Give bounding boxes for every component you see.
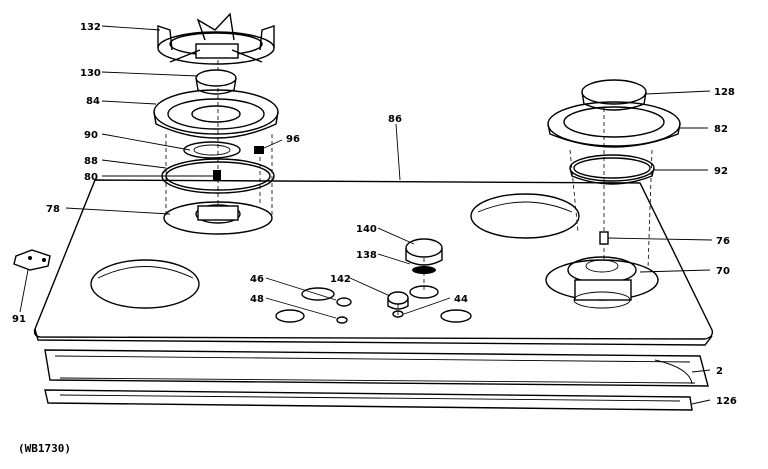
knob-142	[387, 291, 409, 310]
callout-44: 44	[454, 294, 468, 305]
grate-132	[157, 12, 275, 65]
orifice-80	[213, 170, 221, 180]
callout-80: 80	[84, 172, 98, 183]
callout-128: 128	[714, 87, 735, 98]
callout-91: 91	[12, 314, 26, 325]
ring-92	[569, 154, 655, 185]
opening-rear-right	[470, 193, 580, 239]
diagram-caption: (WB1730)	[18, 442, 71, 455]
callout-142: 142	[330, 274, 351, 285]
cooktop-panel	[33, 179, 714, 346]
callout-84: 84	[86, 96, 100, 107]
callout-82: 82	[714, 124, 728, 135]
opening-front-left	[90, 259, 200, 309]
callout-92: 92	[714, 166, 728, 177]
callout-130: 130	[80, 68, 101, 79]
callout-132: 132	[80, 22, 101, 33]
cap-130	[195, 69, 237, 95]
callout-48: 48	[250, 294, 264, 305]
burner-base-70	[545, 256, 659, 309]
callout-96: 96	[286, 134, 300, 145]
leader-lines	[19, 25, 713, 405]
bottom-rail	[44, 389, 693, 411]
burner-base-78	[163, 201, 273, 235]
callout-88: 88	[84, 156, 98, 167]
callout-2: 2	[716, 366, 723, 377]
front-frame	[44, 349, 709, 387]
screw-96	[254, 146, 264, 154]
callout-labels: 132 130 84 90 96 88 80 78 86 128 82 92 1…	[12, 22, 737, 455]
drip-pan-82	[547, 101, 681, 148]
ring-90	[183, 141, 241, 159]
callout-90: 90	[84, 130, 98, 141]
knob-140	[405, 238, 443, 274]
cap-128	[581, 79, 647, 111]
callout-140: 140	[356, 224, 377, 235]
valve-openings	[275, 285, 472, 324]
bracket-91	[13, 249, 51, 271]
callout-46: 46	[250, 274, 264, 285]
orifice-76	[599, 231, 609, 245]
callout-126: 126	[716, 396, 737, 407]
callout-138: 138	[356, 250, 377, 261]
callout-78: 78	[46, 204, 60, 215]
callout-86: 86	[388, 114, 402, 125]
callout-76: 76	[716, 236, 730, 247]
callout-70: 70	[716, 266, 730, 277]
drip-pan-84	[153, 89, 279, 139]
